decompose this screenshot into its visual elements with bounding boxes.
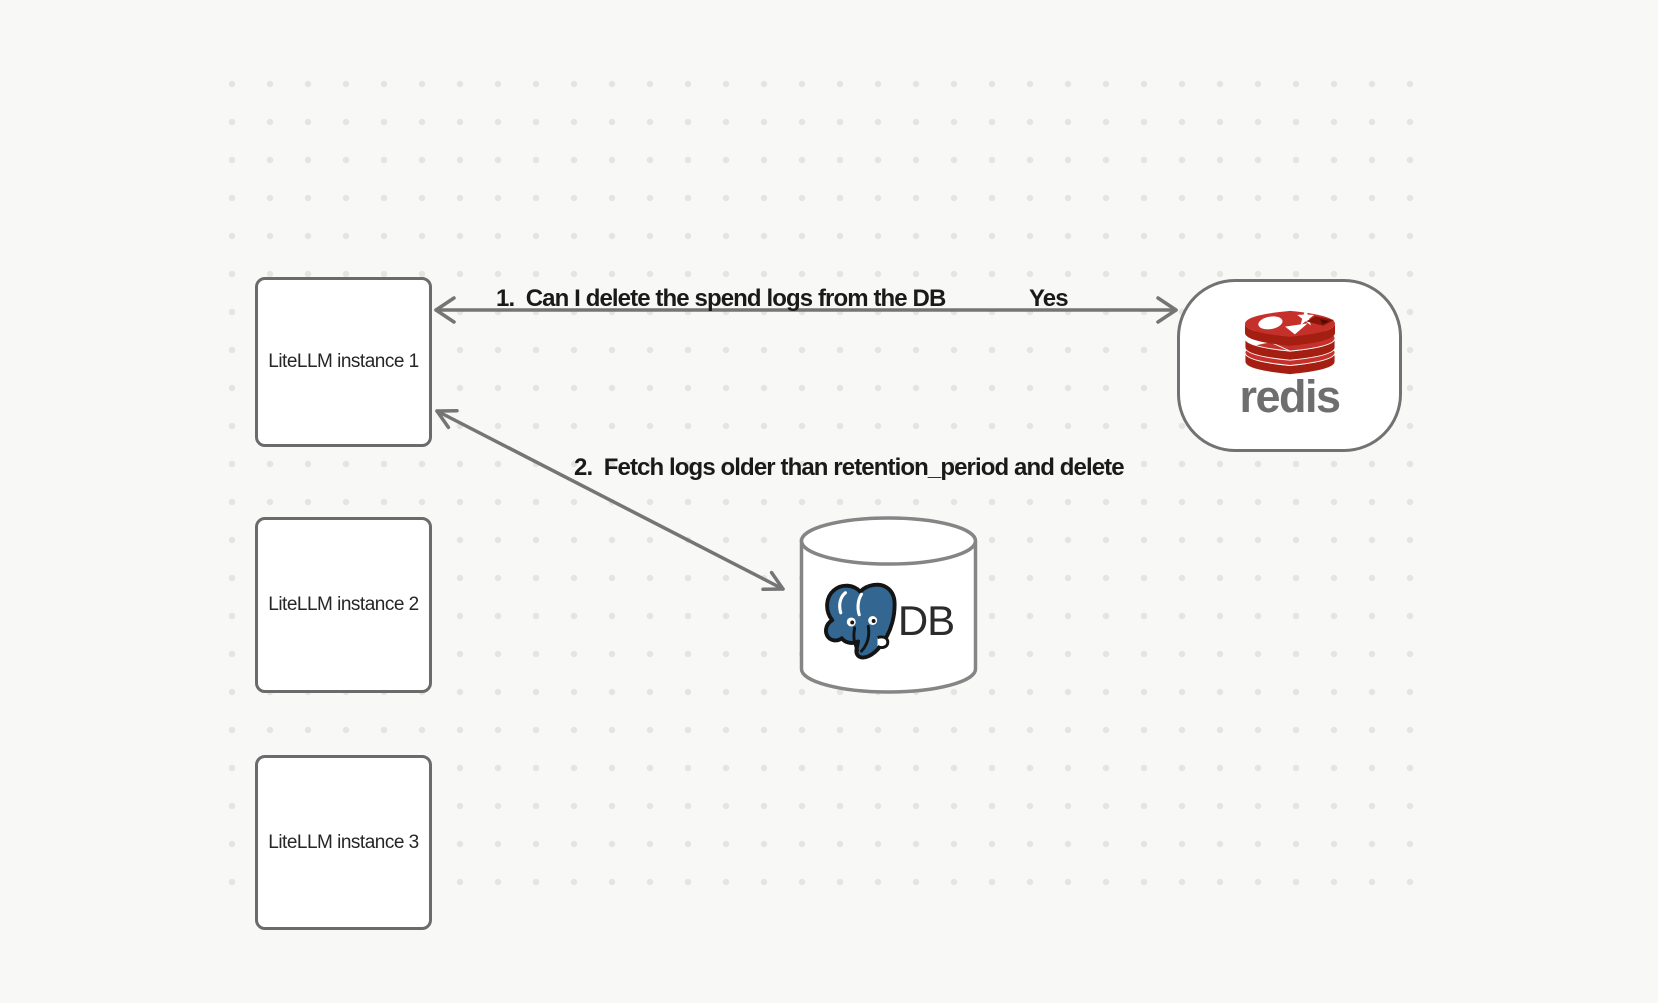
node-db-cylinder: DB xyxy=(799,515,978,695)
node-label: LiteLLM instance 2 xyxy=(268,594,419,615)
node-label: LiteLLM instance 3 xyxy=(268,831,419,853)
db-label: DB xyxy=(897,597,955,644)
db-content: DB xyxy=(807,575,970,667)
redis-wordmark: redis xyxy=(1239,371,1341,422)
node-litellm-instance-3: LiteLLM instance 3 xyxy=(255,755,432,930)
arrow-2-label: 2. Fetch logs older than retention_perio… xyxy=(574,454,1125,481)
node-redis: redis xyxy=(1177,279,1402,452)
arrow-1-label: 1. Can I delete the spend logs from the … xyxy=(496,285,946,312)
arrow-redis-query xyxy=(434,296,1178,324)
postgresql-elephant-logo-icon xyxy=(823,582,897,660)
node-label: LiteLLM instance 1 xyxy=(268,351,419,372)
node-litellm-instance-2: LiteLLM instance 2 xyxy=(255,517,432,693)
redis-stack-logo-icon xyxy=(1243,308,1336,376)
arrow-1-response-label: Yes xyxy=(1029,285,1069,312)
arrow-db-fetch xyxy=(435,408,785,592)
node-litellm-instance-1: LiteLLM instance 1 xyxy=(255,277,432,447)
